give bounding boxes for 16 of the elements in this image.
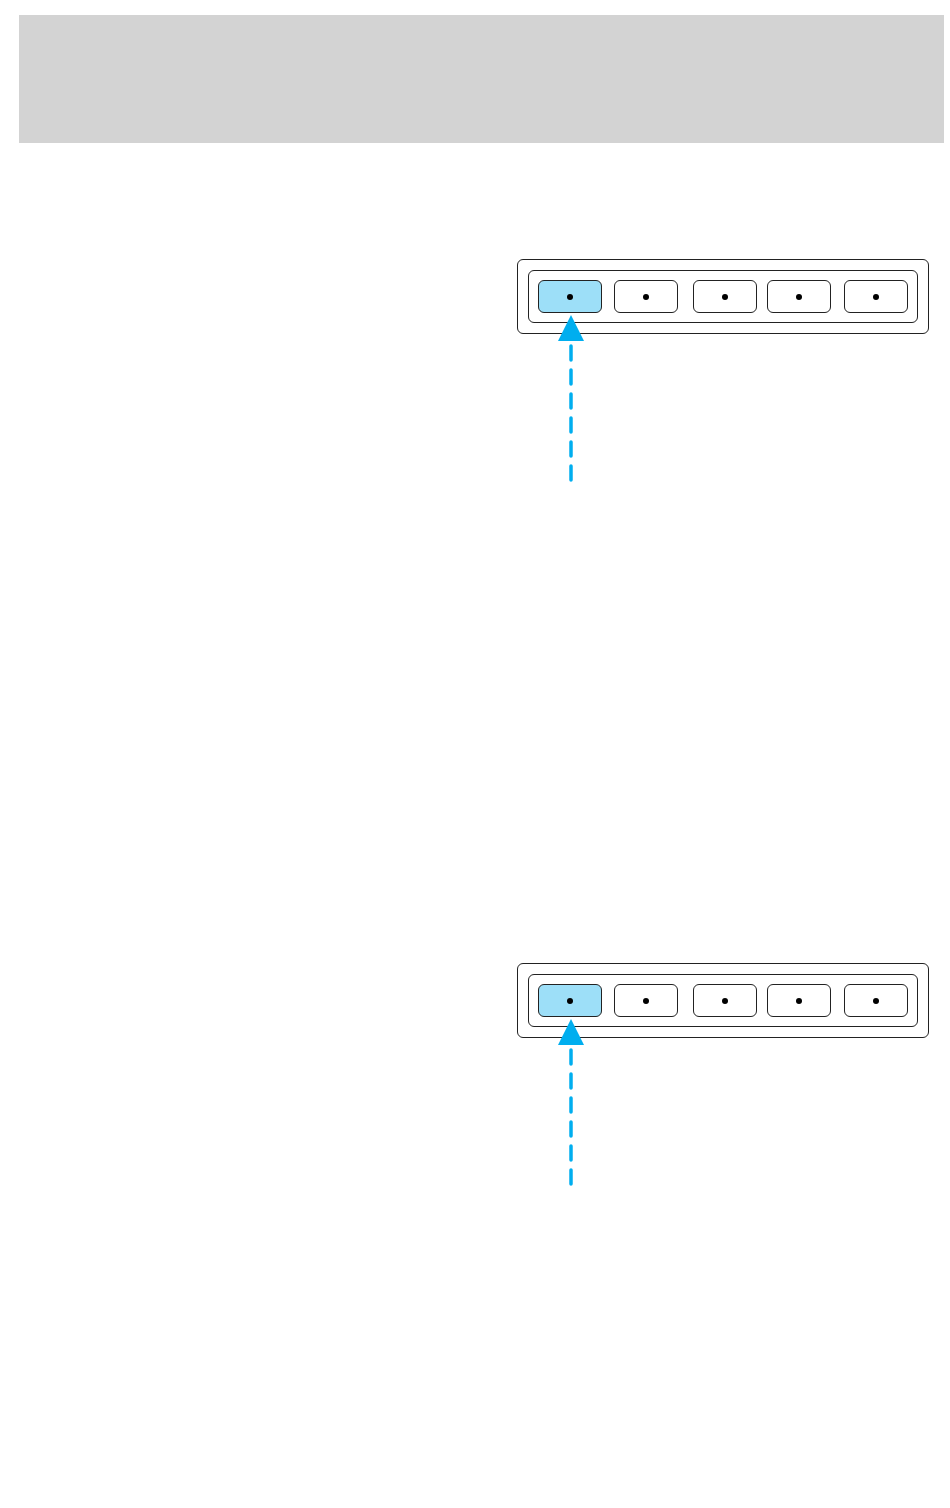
keypad-panel	[517, 259, 929, 334]
keypad-bezel	[527, 973, 918, 1027]
keypad-button	[767, 280, 832, 314]
keypad-button	[614, 280, 679, 314]
arrow	[557, 1017, 585, 1186]
arrow	[557, 313, 585, 482]
keypad-panel	[517, 963, 929, 1038]
keypad-button	[767, 984, 832, 1018]
keypad-button	[693, 984, 758, 1018]
keypad-button	[538, 280, 603, 314]
keypad-button	[693, 280, 758, 314]
keypad-bezel	[527, 269, 918, 323]
keypad-button	[844, 984, 909, 1018]
keypad-button	[538, 984, 603, 1018]
keypad-button	[844, 280, 909, 314]
keypad-button	[614, 984, 679, 1018]
